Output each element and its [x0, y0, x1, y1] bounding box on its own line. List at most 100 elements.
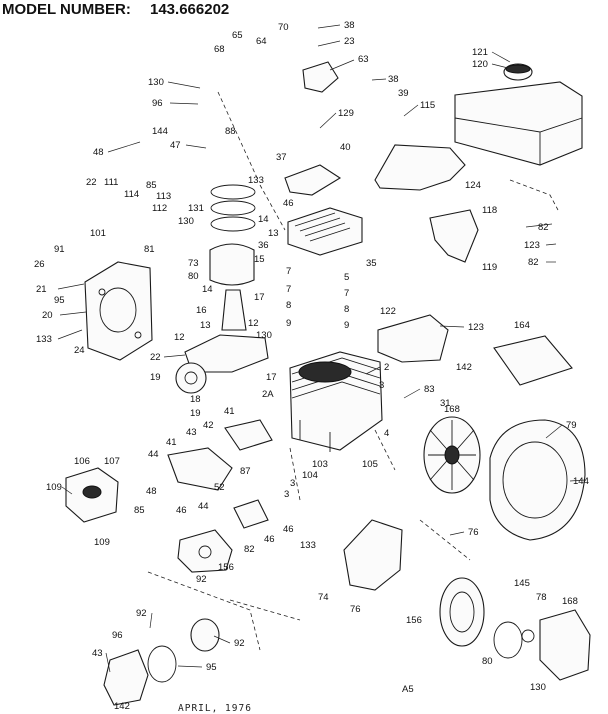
revision-date: APRIL, 1976: [178, 703, 252, 714]
callout-162: 144: [152, 126, 168, 137]
callout-145: 142: [114, 701, 130, 712]
callout-7b: 7: [344, 288, 349, 299]
callout-108: 113: [156, 191, 171, 202]
callout-95: 103: [312, 459, 328, 470]
callout-2a: 2A: [262, 389, 274, 400]
callout-24: 21: [36, 284, 47, 295]
fuel-tank: [454, 63, 583, 166]
carburetor: [65, 467, 119, 523]
cylinder-block: [289, 351, 383, 452]
callout-40: 43: [186, 427, 197, 438]
rotor-164: [439, 577, 485, 647]
callout-61: 70: [278, 22, 289, 33]
callout-13b: 13: [200, 320, 211, 331]
callout-103: 106: [74, 456, 90, 467]
callout-79: 83: [424, 384, 435, 395]
callout-28: 26: [34, 259, 45, 270]
fuel-pump: [177, 529, 233, 573]
callout-121: 123: [468, 322, 484, 333]
callout-76: 85: [134, 505, 145, 516]
breather: [233, 499, 269, 529]
crankcase-cover: [84, 261, 153, 361]
callout-9a: 9: [286, 318, 291, 329]
callout-91: 95: [54, 295, 65, 306]
callout-124: 130: [530, 682, 546, 693]
callout-144: 133: [300, 540, 316, 551]
callout-157: 144: [573, 476, 589, 487]
callout-122: 129: [338, 108, 354, 119]
callout-104: 107: [104, 456, 120, 467]
callout-35a: 38: [344, 20, 355, 31]
callout-106: 111: [104, 177, 118, 188]
callout-164: 156: [406, 615, 422, 626]
callout-109: 114: [124, 189, 139, 200]
callout-47: 48: [146, 486, 157, 497]
leader-lines: [57, 24, 586, 673]
callout-118: 123: [524, 240, 540, 251]
callout-89: 95: [206, 662, 217, 673]
callout-168a: 168: [444, 404, 460, 415]
callout-20: 19: [190, 408, 201, 419]
callout-3a: 3: [379, 380, 384, 391]
flywheel: [423, 416, 481, 494]
callout-133: 133: [36, 334, 52, 345]
callout-34: 37: [276, 152, 287, 163]
callout-38b: 41: [166, 437, 177, 448]
callout-17a: 17: [254, 292, 265, 303]
callout-37: 40: [340, 142, 351, 153]
callout-11: 12: [248, 318, 259, 329]
model-number-label: MODEL NUMBER:: [2, 1, 131, 18]
callout-123: 130: [148, 77, 164, 88]
callout-46a: 46: [283, 524, 294, 535]
callout-107: 112: [152, 203, 167, 214]
cylinder-head: [287, 207, 363, 256]
callout-9b: 9: [344, 320, 349, 331]
callout-78b: 82: [528, 257, 539, 268]
callout-82: 91: [54, 244, 65, 255]
callout-8a: 8: [286, 300, 291, 311]
callout-2: 2: [384, 362, 389, 373]
callout-83: 92: [196, 574, 207, 585]
callout-96: 104: [302, 470, 318, 481]
callout-120: 122: [380, 306, 396, 317]
intake-manifold: [167, 447, 233, 491]
model-number-value: 143.666202: [150, 1, 229, 18]
callout-36: 39: [398, 88, 409, 99]
callout-101: 109: [46, 482, 62, 493]
callout-23: 20: [42, 310, 53, 321]
callout-43: 44: [198, 501, 209, 512]
callout-60: 68: [214, 44, 225, 55]
callout-114: 120: [472, 59, 488, 70]
callout-39: 42: [203, 420, 214, 431]
callout-78a: 82: [538, 222, 549, 233]
callout-labels: 38 70 23 65 64 68 63 121 120 38 39 130 9…: [34, 20, 589, 712]
baffle: [343, 519, 403, 591]
callout-12: 12: [174, 332, 185, 343]
callout-19: 18: [190, 394, 201, 405]
callout-86: 101: [90, 228, 106, 239]
callout-35b: 38: [388, 74, 399, 85]
page-code: A5: [402, 684, 414, 695]
callout-3c: 3: [284, 489, 289, 500]
callout-15: 14: [258, 214, 269, 225]
callout-38a: 41: [224, 406, 235, 417]
callout-68: 76: [468, 527, 479, 538]
callout-31: 31: [440, 398, 451, 409]
callout-25: 22: [86, 177, 97, 188]
callout-46b: 46: [264, 534, 275, 545]
blower-shroud: [377, 314, 449, 363]
callout-85: 88: [225, 126, 236, 137]
callout-59: 65: [232, 30, 243, 41]
callout-167: 156: [218, 562, 234, 573]
callout-55: 46: [283, 198, 294, 209]
callout-169: 164: [514, 320, 530, 331]
callout-32: 35: [366, 258, 377, 269]
callout-44: 46: [176, 505, 187, 516]
piston: [209, 243, 255, 286]
callout-21: 19: [150, 372, 161, 383]
starter-motor: [103, 618, 220, 706]
callout-29: 23: [344, 36, 355, 47]
callout-42: 43: [92, 648, 103, 659]
callout-6: 7: [286, 266, 291, 277]
